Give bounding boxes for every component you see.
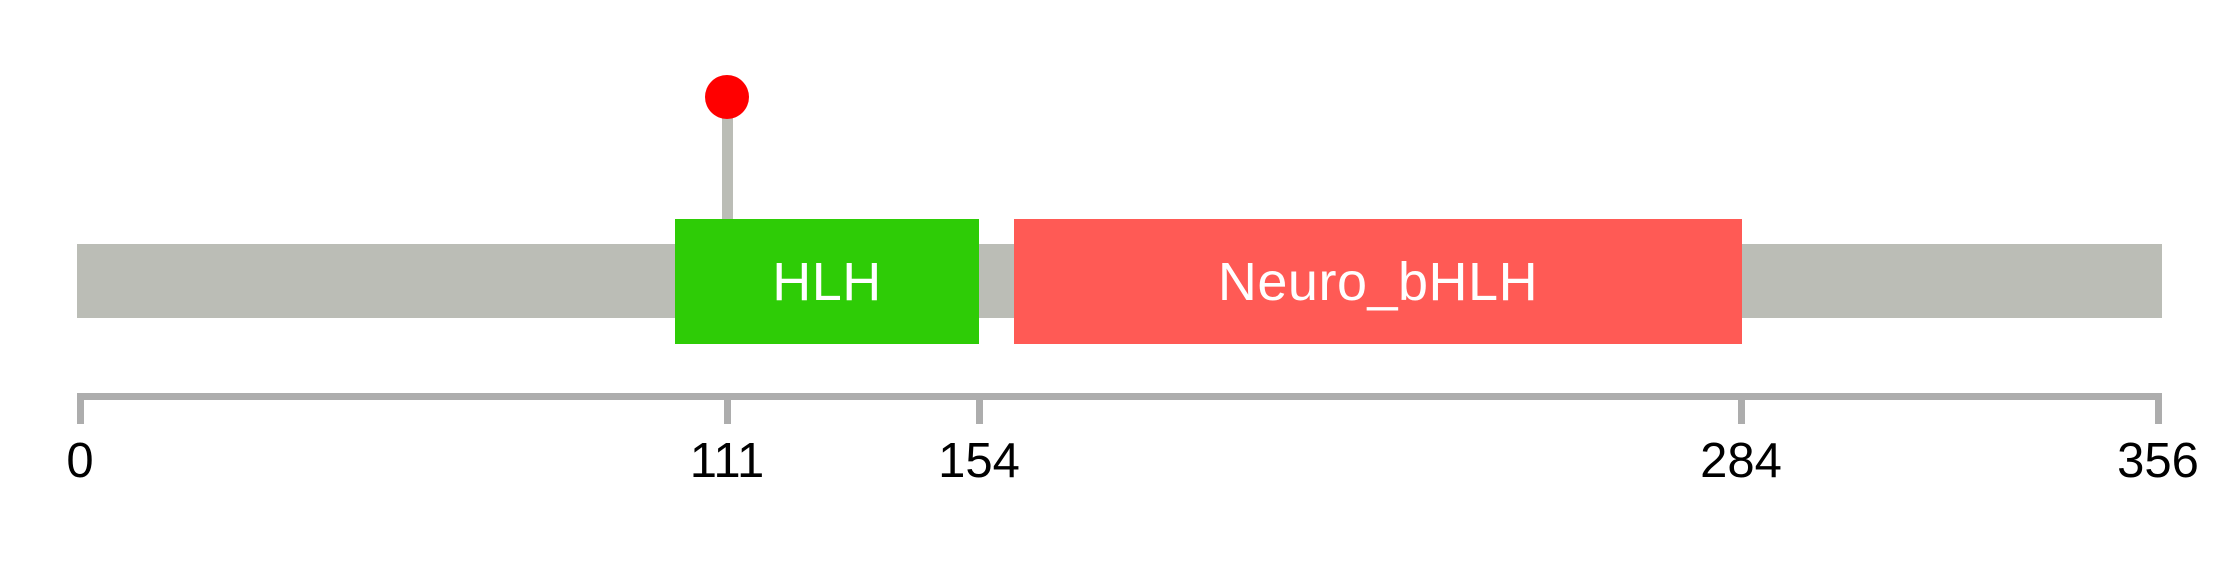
axis-label-284: 284 <box>1700 434 1782 488</box>
axis-label-0: 0 <box>66 434 94 488</box>
axis-line <box>77 393 2162 400</box>
mutation-marker-dot[interactable] <box>705 75 749 119</box>
axis-tick-284 <box>1738 393 1745 424</box>
axis-label-111: 111 <box>689 434 765 488</box>
axis-label-154: 154 <box>938 434 1020 488</box>
domain-neuro-bhlh-label: Neuro_bHLH <box>1217 251 1539 312</box>
axis-tick-154 <box>976 393 983 424</box>
domain-hlh[interactable]: HLH <box>675 219 979 344</box>
mutation-marker-stem <box>722 95 733 245</box>
axis-tick-0 <box>77 393 84 424</box>
axis-label-356: 356 <box>2117 434 2199 488</box>
domain-neuro-bhlh[interactable]: Neuro_bHLH <box>1014 219 1742 344</box>
domain-hlh-label: HLH <box>772 251 882 312</box>
axis-tick-111 <box>724 393 731 424</box>
axis-tick-356 <box>2155 393 2162 424</box>
